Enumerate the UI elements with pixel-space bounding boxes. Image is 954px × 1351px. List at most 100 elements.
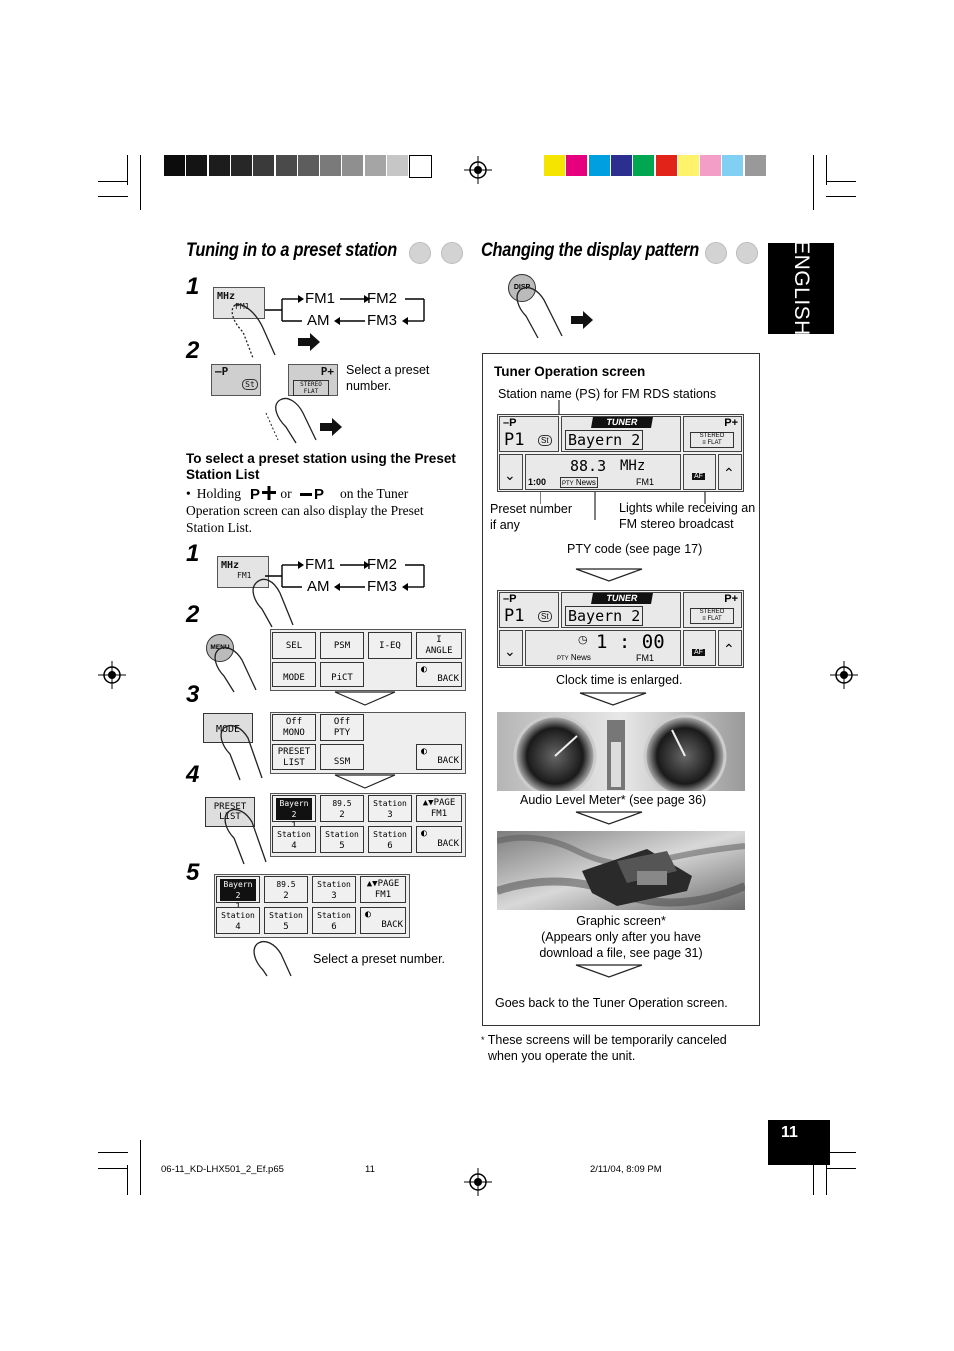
time-value: 1:00 xyxy=(528,477,547,487)
af-key[interactable]: AF xyxy=(683,454,716,490)
p-minus-key[interactable]: –P P1 St xyxy=(499,416,559,452)
preset-slot-button[interactable]: Station 3 xyxy=(312,876,356,903)
menu-pict-button[interactable]: PiCT xyxy=(320,662,364,687)
p-plus-key[interactable]: P+ STEREO≡ FLAT xyxy=(683,416,742,452)
preset-slot-name: Station xyxy=(221,911,255,920)
band-cycle-arrows-icon xyxy=(265,295,425,325)
pty-code: News xyxy=(575,478,596,487)
seek-up-key[interactable]: ⌃ xyxy=(718,630,742,666)
preset-back-button[interactable]: ◐BACK xyxy=(360,907,406,934)
seek-down-key[interactable]: ⌄ xyxy=(499,630,523,666)
color-swatch xyxy=(722,155,744,176)
preset-slot-number: 5 xyxy=(275,922,297,934)
preset-slot-name: Station xyxy=(317,911,351,920)
preset-slot-name: Bayern 2 xyxy=(220,879,256,901)
angle-icon-label: I xyxy=(436,635,442,645)
fm2-band-label: FM2 xyxy=(367,290,397,307)
fm3-band-label: FM3 xyxy=(367,312,397,329)
box-title: Tuner Operation screen xyxy=(494,364,646,379)
preset-slot-name: Station xyxy=(317,880,351,889)
preset-slot-number: 3 xyxy=(323,891,345,903)
heading-dot xyxy=(705,242,727,264)
pointing-finger-icon xyxy=(253,940,292,977)
list-label: LIST xyxy=(283,758,305,768)
crop-mark xyxy=(140,155,141,210)
mode-key[interactable]: MODE xyxy=(203,713,253,743)
station-display: TUNER Bayern 2 xyxy=(561,416,681,452)
heading-dot xyxy=(736,242,758,264)
step-number: 4 xyxy=(186,761,200,788)
preset-down-button[interactable]: –P St xyxy=(211,364,261,396)
crop-mark xyxy=(140,1140,141,1195)
page-number-box: 11 xyxy=(768,1120,830,1165)
gray-swatch xyxy=(387,155,408,176)
footnote-line1: These screens will be temporarily cancel… xyxy=(487,1033,727,1047)
preset-label: PRESET xyxy=(277,747,311,757)
preset-slot-name: Station xyxy=(373,830,407,839)
page-arrows-icon: ▲▼ xyxy=(366,879,378,889)
preset-slot-button[interactable]: Bayern 21 xyxy=(272,795,316,833)
am-band-label: AM xyxy=(307,312,330,329)
color-swatch xyxy=(655,155,677,176)
mode-back-button[interactable]: ◐ BACK xyxy=(416,744,462,770)
preset-slot-button[interactable]: Bayern 21 xyxy=(216,876,260,914)
mode-ssm-button[interactable]: SSM xyxy=(320,744,364,770)
fm1-label: FM1 xyxy=(237,571,252,580)
preset-up-button[interactable]: P+ STEREO FLAT xyxy=(288,364,338,396)
crop-mark xyxy=(826,196,856,197)
gray-swatch xyxy=(253,155,275,176)
seek-up-key[interactable]: ⌃ xyxy=(718,454,742,490)
af-key[interactable]: AF xyxy=(683,630,716,666)
gray-swatch xyxy=(186,155,208,176)
color-swatch xyxy=(544,155,565,176)
pty-label: PTY xyxy=(557,656,569,662)
menu-angle-button[interactable]: I ANGLE xyxy=(416,632,462,659)
chevron-down-icon: ⌄ xyxy=(504,643,516,659)
preset-slot-name: Station xyxy=(373,799,407,808)
mhz-fm1-button[interactable]: MHz FM1 xyxy=(213,287,265,319)
mhz-fm1-button[interactable]: MHz FM1 xyxy=(217,556,269,588)
step-number: 2 xyxy=(186,601,200,628)
audio-level-meter-image xyxy=(497,712,745,791)
info-area: ◷ 1 : 00 PTY News FM1 xyxy=(525,630,681,666)
menu-back-button[interactable]: ◐ BACK xyxy=(416,662,462,687)
menu-ieq-button[interactable]: I-EQ xyxy=(368,632,412,659)
seek-down-key[interactable]: ⌄ xyxy=(499,454,523,490)
p-minus-key[interactable]: –P P1 St xyxy=(499,592,559,628)
crop-mark xyxy=(98,196,128,197)
menu-psm-button[interactable]: PSM xyxy=(320,632,364,659)
color-swatch xyxy=(566,155,588,176)
p-plus-key[interactable]: P+ STEREO≡ FLAT xyxy=(683,592,742,628)
menu-button[interactable]: MENU xyxy=(206,634,234,662)
preset-back-button[interactable]: ◐BACK xyxy=(416,826,462,853)
gray-swatch xyxy=(342,155,364,176)
crop-mark xyxy=(826,1165,827,1195)
heading-dot xyxy=(441,242,463,264)
menu-mode-button[interactable]: MODE xyxy=(272,662,316,687)
graphic-screen-caption: Graphic screen* (Appears only after you … xyxy=(497,913,745,961)
registration-mark-icon xyxy=(464,1168,492,1196)
back-icon: ◐ xyxy=(421,746,428,757)
heading-dot xyxy=(409,242,431,264)
preset-slot-number: 5 xyxy=(331,841,353,853)
select-preset-note: Select a preset number. xyxy=(346,363,430,393)
down-arrow-outline-icon xyxy=(579,692,647,706)
menu-sel-button[interactable]: SEL xyxy=(272,632,316,659)
gray-swatch xyxy=(364,155,386,176)
preset-list-key[interactable]: PRESET LIST xyxy=(205,797,255,827)
gray-swatch xyxy=(320,155,342,176)
